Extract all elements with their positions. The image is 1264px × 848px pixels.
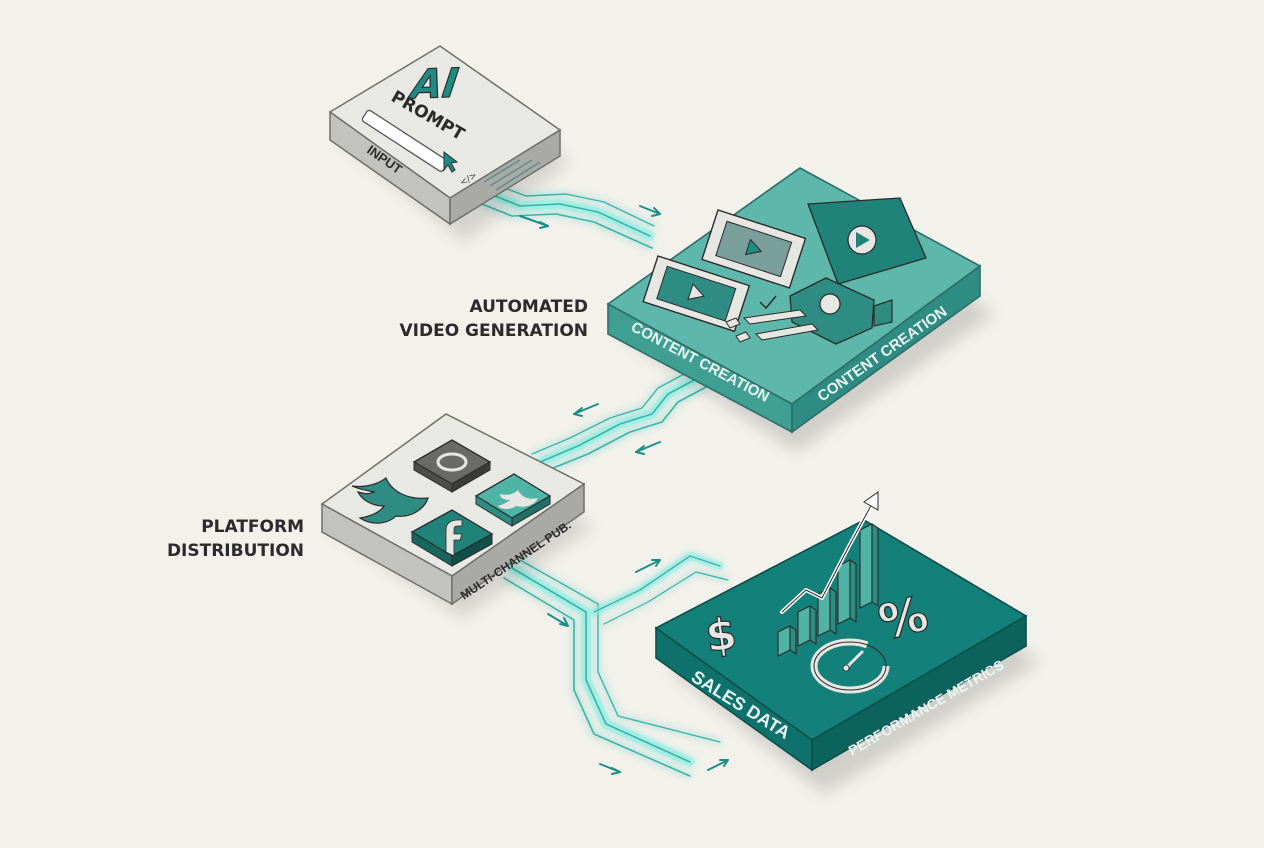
twitter-icon bbox=[474, 473, 552, 527]
instagram-icon bbox=[412, 439, 492, 493]
play-icon bbox=[856, 232, 870, 248]
film-strip-icon bbox=[701, 209, 807, 289]
connectors bbox=[461, 177, 729, 777]
facebook-icon bbox=[410, 509, 494, 567]
connector-arrow bbox=[573, 403, 661, 455]
trend-arrow-icon bbox=[780, 491, 879, 614]
play-icon bbox=[744, 238, 763, 256]
gauge-icon bbox=[810, 638, 890, 694]
bar-chart-icon bbox=[777, 522, 879, 657]
connector-distribution-to-metrics bbox=[503, 552, 729, 777]
film-strip-icon bbox=[642, 255, 751, 333]
checklist-icon bbox=[725, 295, 820, 343]
input-block: AI PROMPT </> INPUT bbox=[328, 45, 570, 242]
platform-label-line2: DISTRIBUTION bbox=[167, 541, 304, 561]
twitter-icon bbox=[351, 477, 429, 524]
content-creation-block: CONTENT CREATION CONTENT CREATION bbox=[606, 167, 994, 452]
automated-label-line1: AUTOMATED bbox=[469, 297, 588, 317]
connector-content-to-distribution bbox=[531, 371, 709, 471]
connector-arrow bbox=[519, 205, 661, 229]
metrics-block-right-side bbox=[811, 614, 1027, 772]
video-panel-icon bbox=[807, 197, 927, 285]
platform-distribution-label: PLATFORM DISTRIBUTION bbox=[167, 517, 304, 561]
automated-video-generation-label: AUTOMATED VIDEO GENERATION bbox=[399, 297, 588, 341]
ai-logo-text: AI bbox=[406, 60, 461, 109]
play-icon bbox=[687, 283, 705, 301]
automated-label-line2: VIDEO GENERATION bbox=[399, 321, 588, 341]
connector-arrow bbox=[547, 559, 729, 775]
content-block-right-side bbox=[791, 264, 981, 434]
dollar-symbol: $ bbox=[702, 608, 739, 663]
platform-label-line1: PLATFORM bbox=[201, 517, 304, 537]
metrics-block: $ % SALES DATA PERFORM bbox=[654, 491, 1040, 794]
distribution-block-right-side bbox=[451, 482, 585, 606]
cursor-icon bbox=[443, 150, 459, 173]
code-lines-icon bbox=[483, 159, 541, 191]
